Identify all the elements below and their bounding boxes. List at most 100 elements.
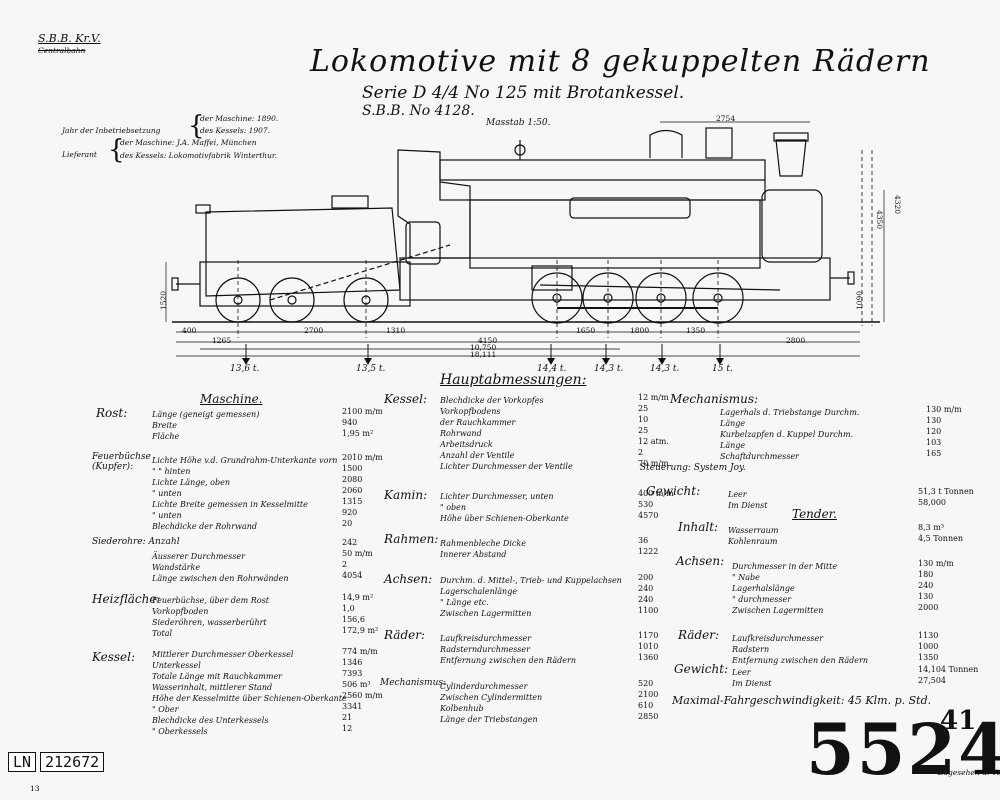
lief-maschine: der Maschine: J.A. Maffei, München bbox=[120, 138, 257, 147]
axle-load: 15 t. bbox=[712, 364, 733, 374]
dim-label: 1800 bbox=[630, 326, 650, 335]
sbb-number: S.B.B. No 4128. bbox=[362, 103, 475, 119]
jahr-label: Jahr der Inbetriebsetzung bbox=[62, 126, 161, 135]
axle-load: 14,3 t. bbox=[650, 364, 680, 374]
group-achsen: Achsen: bbox=[384, 572, 433, 586]
serie-label: Serie D 4/4 No 125 mit Brotankessel. bbox=[362, 83, 685, 103]
table-row: " Länge etc.240 bbox=[440, 595, 654, 607]
feuer-table: Lichte Höhe v.d. Grundrahm-Unterkante vo… bbox=[152, 452, 383, 531]
dim-label: 2700 bbox=[304, 326, 324, 335]
sheet-number: 5524 bbox=[806, 708, 1000, 791]
jahr-maschine: der Maschine: 1890. bbox=[200, 114, 279, 123]
ln-label: LN bbox=[13, 753, 32, 771]
axle-load: 14,4 t. bbox=[537, 364, 567, 374]
max-speed: Maximal-Fahrgeschwindigkeit: 45 Klm. p. … bbox=[672, 694, 932, 707]
brace-icon: { bbox=[108, 135, 125, 165]
dim-total-1: 10,750 bbox=[470, 343, 497, 352]
heading-maschine: Maschine. bbox=[200, 392, 263, 406]
ln-number: 212672 bbox=[45, 753, 100, 771]
corner-number: 13 bbox=[30, 784, 40, 793]
sheet-number-sup: 41 bbox=[940, 706, 977, 736]
ln-number-box: 212672 bbox=[40, 752, 105, 772]
dim-height-left: 1520 bbox=[159, 290, 169, 311]
mech3-table: Lagerhals d. Triebstange Durchm.130 m/m … bbox=[720, 404, 962, 461]
sheet-title: Lokomotive mit 8 gekuppelten Rädern bbox=[310, 44, 931, 79]
dim-label: 400 bbox=[182, 326, 197, 335]
achsen-table: Durchm. d. Mittel-, Trieb- und Kuppelach… bbox=[440, 572, 660, 618]
steuerung-label: Steuerung: System Joy. bbox=[640, 463, 746, 473]
dim-label: 1310 bbox=[386, 326, 406, 335]
group-gewicht: Gewicht: bbox=[646, 484, 701, 498]
signature: Zugesehen u. Verglichen bbox=[938, 768, 1000, 777]
table-row: Länge (geneigt gemessen)2100 m/m bbox=[152, 407, 383, 419]
group-gewicht-3: Gewicht: bbox=[674, 662, 729, 676]
heading-tender: Tender. bbox=[792, 507, 837, 521]
table-row: Lichte Höhe v.d. Grundrahm-Unterkante vo… bbox=[152, 453, 383, 465]
dim-label: 1650 bbox=[576, 326, 596, 335]
table-row: 242 bbox=[342, 538, 358, 547]
dim-label: 2800 bbox=[786, 336, 806, 345]
group-raeder-3: Räder: bbox=[678, 628, 720, 642]
table-row: Lagerhals d. Triebstange Durchm.130 m/m bbox=[720, 405, 962, 417]
ln-stamp: LN bbox=[8, 752, 37, 772]
dim-label: 1265 bbox=[212, 336, 232, 345]
group-raeder: Räder: bbox=[384, 628, 426, 642]
jahr-kessel: des Kessels: 1907. bbox=[200, 126, 271, 135]
group-siede: Siederohre: Anzahl bbox=[92, 537, 180, 547]
group-rost: Rost: bbox=[96, 406, 128, 420]
dim-total-2: 18,111 bbox=[470, 350, 497, 359]
axle-load: 14,3 t. bbox=[594, 364, 624, 374]
group-mech: Mechanismus: bbox=[380, 678, 447, 688]
lieferant-label: Lieferant bbox=[62, 150, 97, 159]
table-row: Durchm. d. Mittel-, Trieb- und Kuppelach… bbox=[440, 573, 654, 585]
